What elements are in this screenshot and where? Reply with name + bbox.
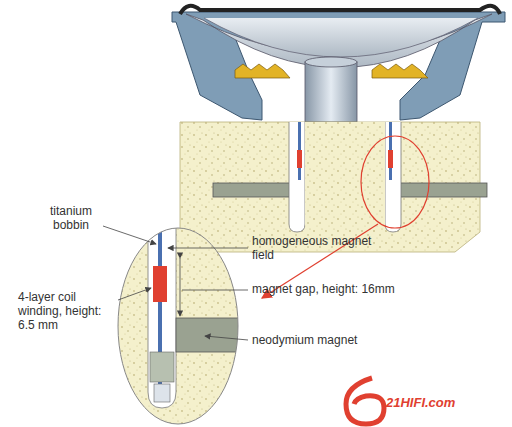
part-label: homogeneous magnet field	[252, 234, 377, 262]
dimension-label: magnet gap, height: 16mm	[252, 282, 452, 296]
watermark: 21HIFI.com	[386, 396, 496, 410]
part-label: neodymium magnet	[252, 333, 412, 347]
part-label: 4-layer coil winding, height: 6.5 mm	[18, 290, 116, 332]
part-label: titanium bobbin	[40, 204, 102, 232]
